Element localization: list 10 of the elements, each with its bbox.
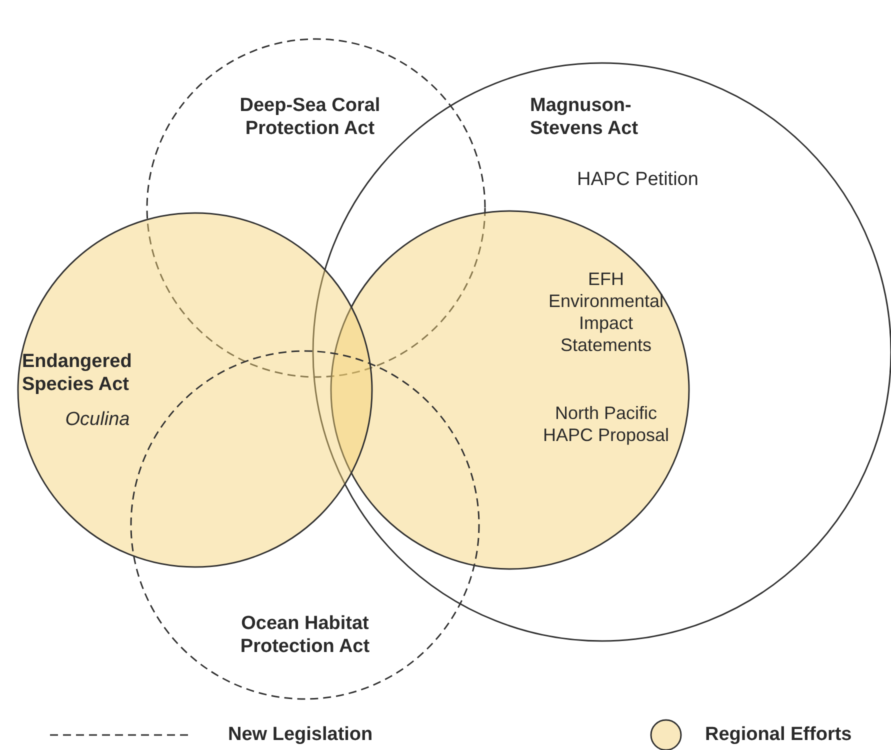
circle-note: North Pacific HAPC Proposal [542, 402, 670, 446]
circle-label: Endangered Species Act [22, 350, 133, 396]
circle-label: Deep-Sea Coral Protection Act [238, 94, 382, 140]
circle-note: HAPC Petition [577, 168, 700, 191]
legend-label: Regional Efforts [705, 723, 852, 746]
legend-label: New Legislation [228, 723, 373, 746]
circle-label: Ocean Habitat Protection Act [239, 612, 371, 658]
circle-label: EFH Environmental Impact Statements [547, 268, 665, 356]
circle-note: Oculina [64, 408, 131, 431]
circle-label: Magnuson-Stevens Act [530, 94, 640, 140]
